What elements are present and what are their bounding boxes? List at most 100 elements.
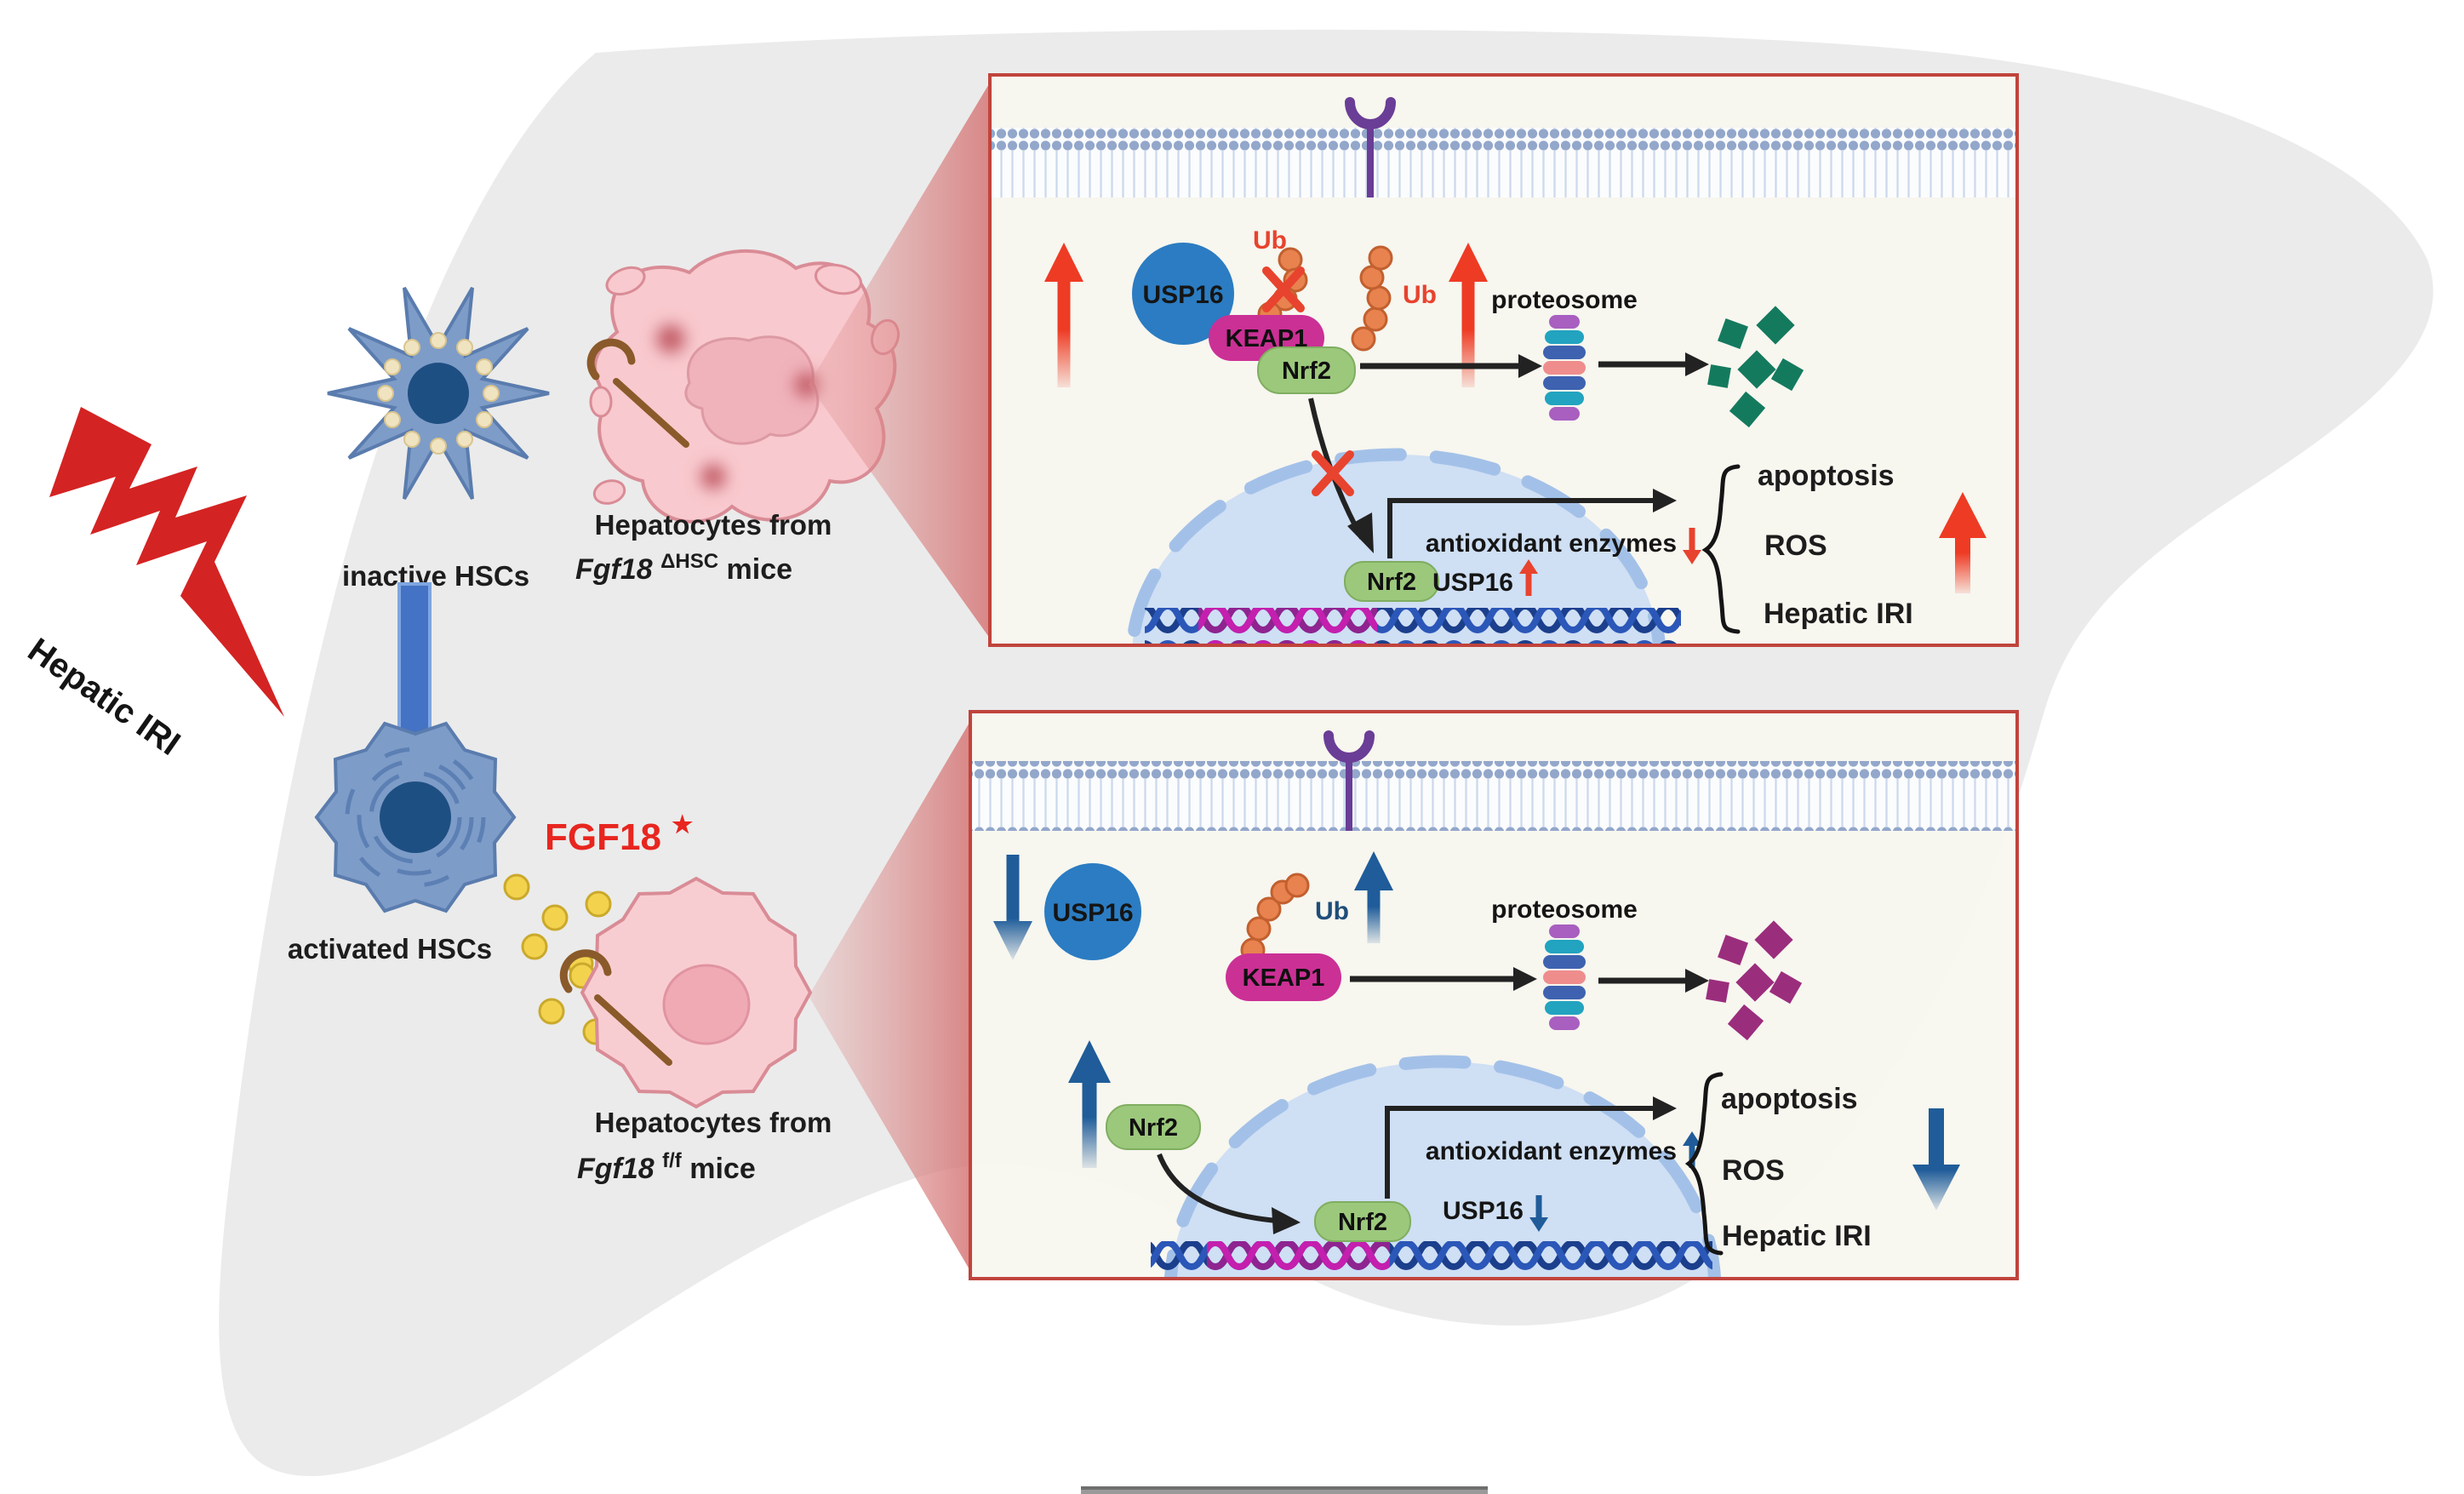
nrf2-nuclear [1344,561,1439,602]
red-down-arrow-icon [1683,528,1701,564]
usp16-protein [1044,863,1141,960]
fgf-receptor-icon [1345,97,1396,197]
gene-fgf18: Fgf18 [577,1153,655,1185]
inactive-hsc-nucleus [408,363,469,424]
gene-rest: mice [727,553,793,586]
inactive-hsc-cell: inactive HSCs [327,286,550,592]
cell-membrane [991,128,2016,197]
zoom-wedge-bottom [809,717,973,1275]
nrf2-nuclear-label: Nrf2 [1367,569,1416,596]
usp16-protein [1132,243,1234,345]
hepatocytes-ff-line1: Hepatocytes from [595,1107,832,1138]
gene-superscript: ΔHSC [660,550,718,573]
usp16-status-label: USP16 [1443,1197,1524,1225]
dna-helix-magenta [1207,1241,1390,1279]
arrow-to-fragments [1598,969,1709,993]
red-up-arrow-outcome [1939,492,1987,593]
nrf2-label: Nrf2 [1282,358,1331,385]
nucleus [1170,1062,1715,1279]
nrf2-nuclear-label: Nrf2 [1338,1209,1387,1236]
gene-fgf18: Fgf18 [575,553,653,586]
blue-up-arrow-nrf2 [1068,1040,1111,1168]
box-border-top [988,73,2019,647]
ub-chain-nrf2 [1351,245,1393,352]
usp16-label: USP16 [1142,281,1223,309]
lightning-bolt-icon [49,407,284,717]
proteosome-icon [1543,924,1586,1030]
red-up-arrow-icon [1519,559,1538,596]
fgf18-text: FGF18 [545,816,661,858]
blue-down-arrow-outcome [1912,1108,1960,1211]
blue-up-arrow-ub [1354,851,1393,943]
ub-label: Ub [1315,897,1349,925]
antioxidant-enzymes-label: antioxidant enzymes [1426,529,1677,558]
bound-fgf-receptor-icon [559,949,672,1066]
activated-hsc-cell: activated HSCs [288,721,517,965]
fgf18-star-icon: ★ [672,811,693,838]
healthy-hepatocyte-cell: Hepatocytes from Fgf18 f/f mice [559,876,832,1185]
blocked-nuclear-entry-arrow [1308,398,1374,553]
hepatocytes-ff-line2: Fgf18 f/f mice [577,1142,756,1185]
blue-down-arrow-usp16 [993,855,1032,960]
transcription-arrow [1387,489,1677,558]
activated-hscs-label: activated HSCs [288,933,492,965]
fgf-receptor-icon [1323,730,1375,831]
proteosome-label: proteosome [1491,896,1638,924]
cell-membrane [971,761,2016,831]
hepatocytes-dhsc-line1: Hepatocytes from [595,509,832,541]
red-x-icon [1262,266,1305,312]
nrf2-nuclear [1314,1201,1411,1242]
damaged-nucleus [684,335,820,445]
injury-spots [656,324,820,489]
box-border-bottom [969,710,2019,1280]
hepatocytes-dhsc-line2: Fgf18 ΔHSC mice [575,542,792,586]
keap1-label: KEAP1 [1243,965,1325,992]
zoom-wedge-top [809,78,992,642]
outcome-hepatic-iri: Hepatic IRI [1764,598,1913,630]
fgf18-label: FGF18 ★ [545,811,693,858]
proteosome-label: proteosome [1491,286,1638,314]
nrf2-protein [1106,1104,1201,1150]
outcome-apoptosis: apoptosis [1758,460,1895,492]
blue-down-arrow-icon [1529,1195,1548,1232]
usp16-label: USP16 [1052,899,1133,927]
brace-icon [1701,464,1741,634]
outcome-ros: ROS [1722,1154,1785,1187]
outcome-apoptosis: apoptosis [1721,1083,1858,1115]
inactive-hsc-lipid-droplets [377,332,500,455]
activated-hsc-texture [345,747,486,888]
outcome-ros: ROS [1764,529,1827,562]
usp16-status-label: USP16 [1432,569,1513,597]
empty-fgf-receptor-icon [586,338,689,448]
keap1-protein [1226,953,1341,1001]
transcription-arrow [1385,1096,1677,1199]
damaged-hepatocyte-cell: Hepatocytes from Fgf18 ΔHSC mice [575,249,900,586]
hepatic-iri-rotated-label: Hepatic IRI [21,631,187,763]
nuclear-envelope [1163,1055,1722,1279]
arrow-to-fragments [1598,352,1709,376]
activated-hsc-nucleus [380,781,451,853]
mechanism-box-dhsc: USP16 Ub KEAP1 Nrf2 Ub [988,73,2019,647]
gene-superscript: f/f [662,1149,683,1172]
red-up-arrow-ub [1449,243,1488,387]
red-x-icon [1312,450,1354,496]
proteosome-icon [1543,315,1586,421]
mechanism-box-ff: USP16 Ub KEAP1 proteosome [969,710,2019,1280]
nrf2-label: Nrf2 [1129,1114,1178,1142]
cropped-edge-bar [1081,1486,1488,1494]
degraded-fragments-magenta [1706,920,1803,1041]
brace-icon [1684,1072,1724,1256]
gene-rest: mice [689,1153,756,1185]
arrow-to-proteosome [1360,354,1542,378]
antioxidant-enzymes-label: antioxidant enzymes [1426,1137,1677,1165]
dna-helix-magenta [1198,608,1377,645]
arrow-to-proteosome [1350,967,1537,991]
inactive-hscs-label: inactive HSCs [342,560,529,592]
hepatic-iri-trigger: Hepatic IRI [21,407,284,763]
nuclear-entry-arrow [1157,1153,1301,1234]
nuclear-envelope [1126,448,1666,645]
red-up-arrow-usp16 [1044,243,1083,387]
ub1-label: Ub [1253,226,1287,255]
